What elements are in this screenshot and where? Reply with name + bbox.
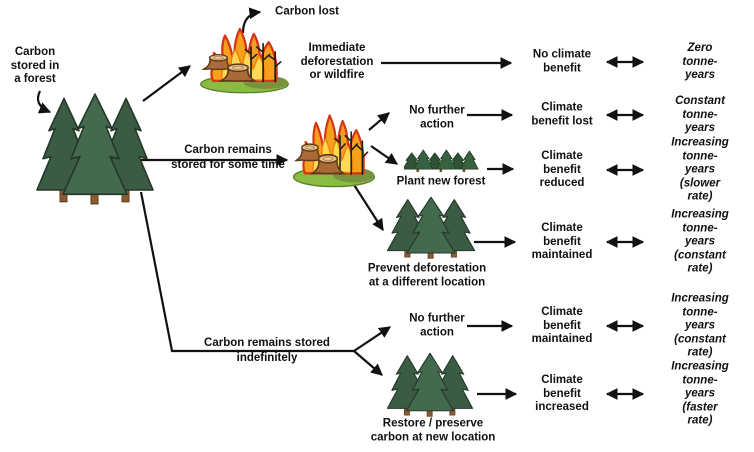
restored-forest-icon	[386, 352, 474, 417]
some-time-branch-label: Carbon remains stored for some time	[171, 144, 285, 171]
tonne-years-label-3: Increasing tonne-years (slower rate)	[671, 136, 729, 203]
benefit-label-6: Climate benefit increased	[535, 373, 589, 413]
tonne-years-label-6: Increasing tonne-years (faster rate)	[671, 360, 729, 427]
carbon-lost-label: Carbon lost	[275, 5, 339, 18]
benefit-label-1: No climate benefit	[532, 48, 592, 75]
wildfire-stumps-icon-immediate	[199, 27, 290, 94]
benefit-label-3: Climate benefit reduced	[539, 149, 585, 189]
preserved-forest-icon	[386, 196, 476, 259]
benefit-label-2: Climate benefit lost	[531, 101, 593, 128]
wildfire-stumps-icon-delayed	[292, 114, 376, 188]
root-label: Carbon stored in a forest	[10, 45, 60, 85]
action-label-no-further-action-2: No further action	[409, 312, 465, 339]
tonne-years-label-4: Increasing tonne-years (constant rate)	[671, 208, 729, 275]
tonne-years-label-2: Constant tonne-years	[675, 94, 725, 134]
tonne-years-label-5: Increasing tonne-years (constant rate)	[671, 292, 729, 359]
benefit-label-4: Climate benefit maintained	[531, 221, 593, 261]
immediate-branch-label: Immediate deforestation or wildfire	[300, 41, 374, 81]
action-label-plant-new-forest: Plant new forest	[396, 175, 486, 188]
indefinite-branch-label: Carbon remains stored indefinitely	[204, 337, 330, 364]
action-label-prevent-deforestation: Prevent deforestation at a different loc…	[367, 262, 487, 289]
benefit-label-5: Climate benefit maintained	[531, 305, 593, 345]
forest-icon	[36, 93, 154, 205]
new-forest-icon	[404, 149, 479, 172]
action-label-no-further-action-1: No further action	[409, 104, 465, 131]
tonne-years-label-1: Zero tonne-years	[682, 41, 718, 81]
action-label-restore-preserve: Restore / preserve carbon at new locatio…	[370, 417, 496, 444]
